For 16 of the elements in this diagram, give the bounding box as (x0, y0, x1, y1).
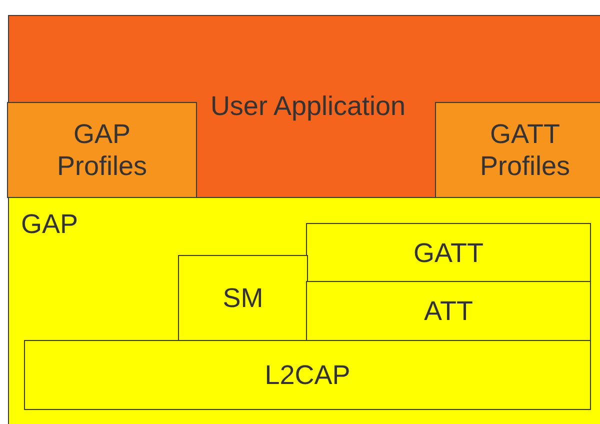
layer-box (24, 340, 591, 410)
layer-label: GATT (414, 236, 484, 270)
layer-label: GAP (21, 208, 78, 240)
layer-label: ATT (424, 295, 473, 328)
layer-box (178, 255, 308, 342)
layer-label: GAP Profiles (56, 118, 148, 182)
layer-box (435, 102, 600, 198)
layer-label: User Application (210, 90, 406, 123)
layer-box (8, 15, 600, 198)
layer-box (306, 223, 591, 283)
layer-label: SM (222, 282, 264, 315)
layer-box (8, 197, 600, 424)
layer-box (7, 102, 197, 198)
layer-box (306, 281, 591, 342)
layer-label: L2CAP (264, 358, 350, 392)
layer-label: GATT Profiles (478, 118, 572, 182)
